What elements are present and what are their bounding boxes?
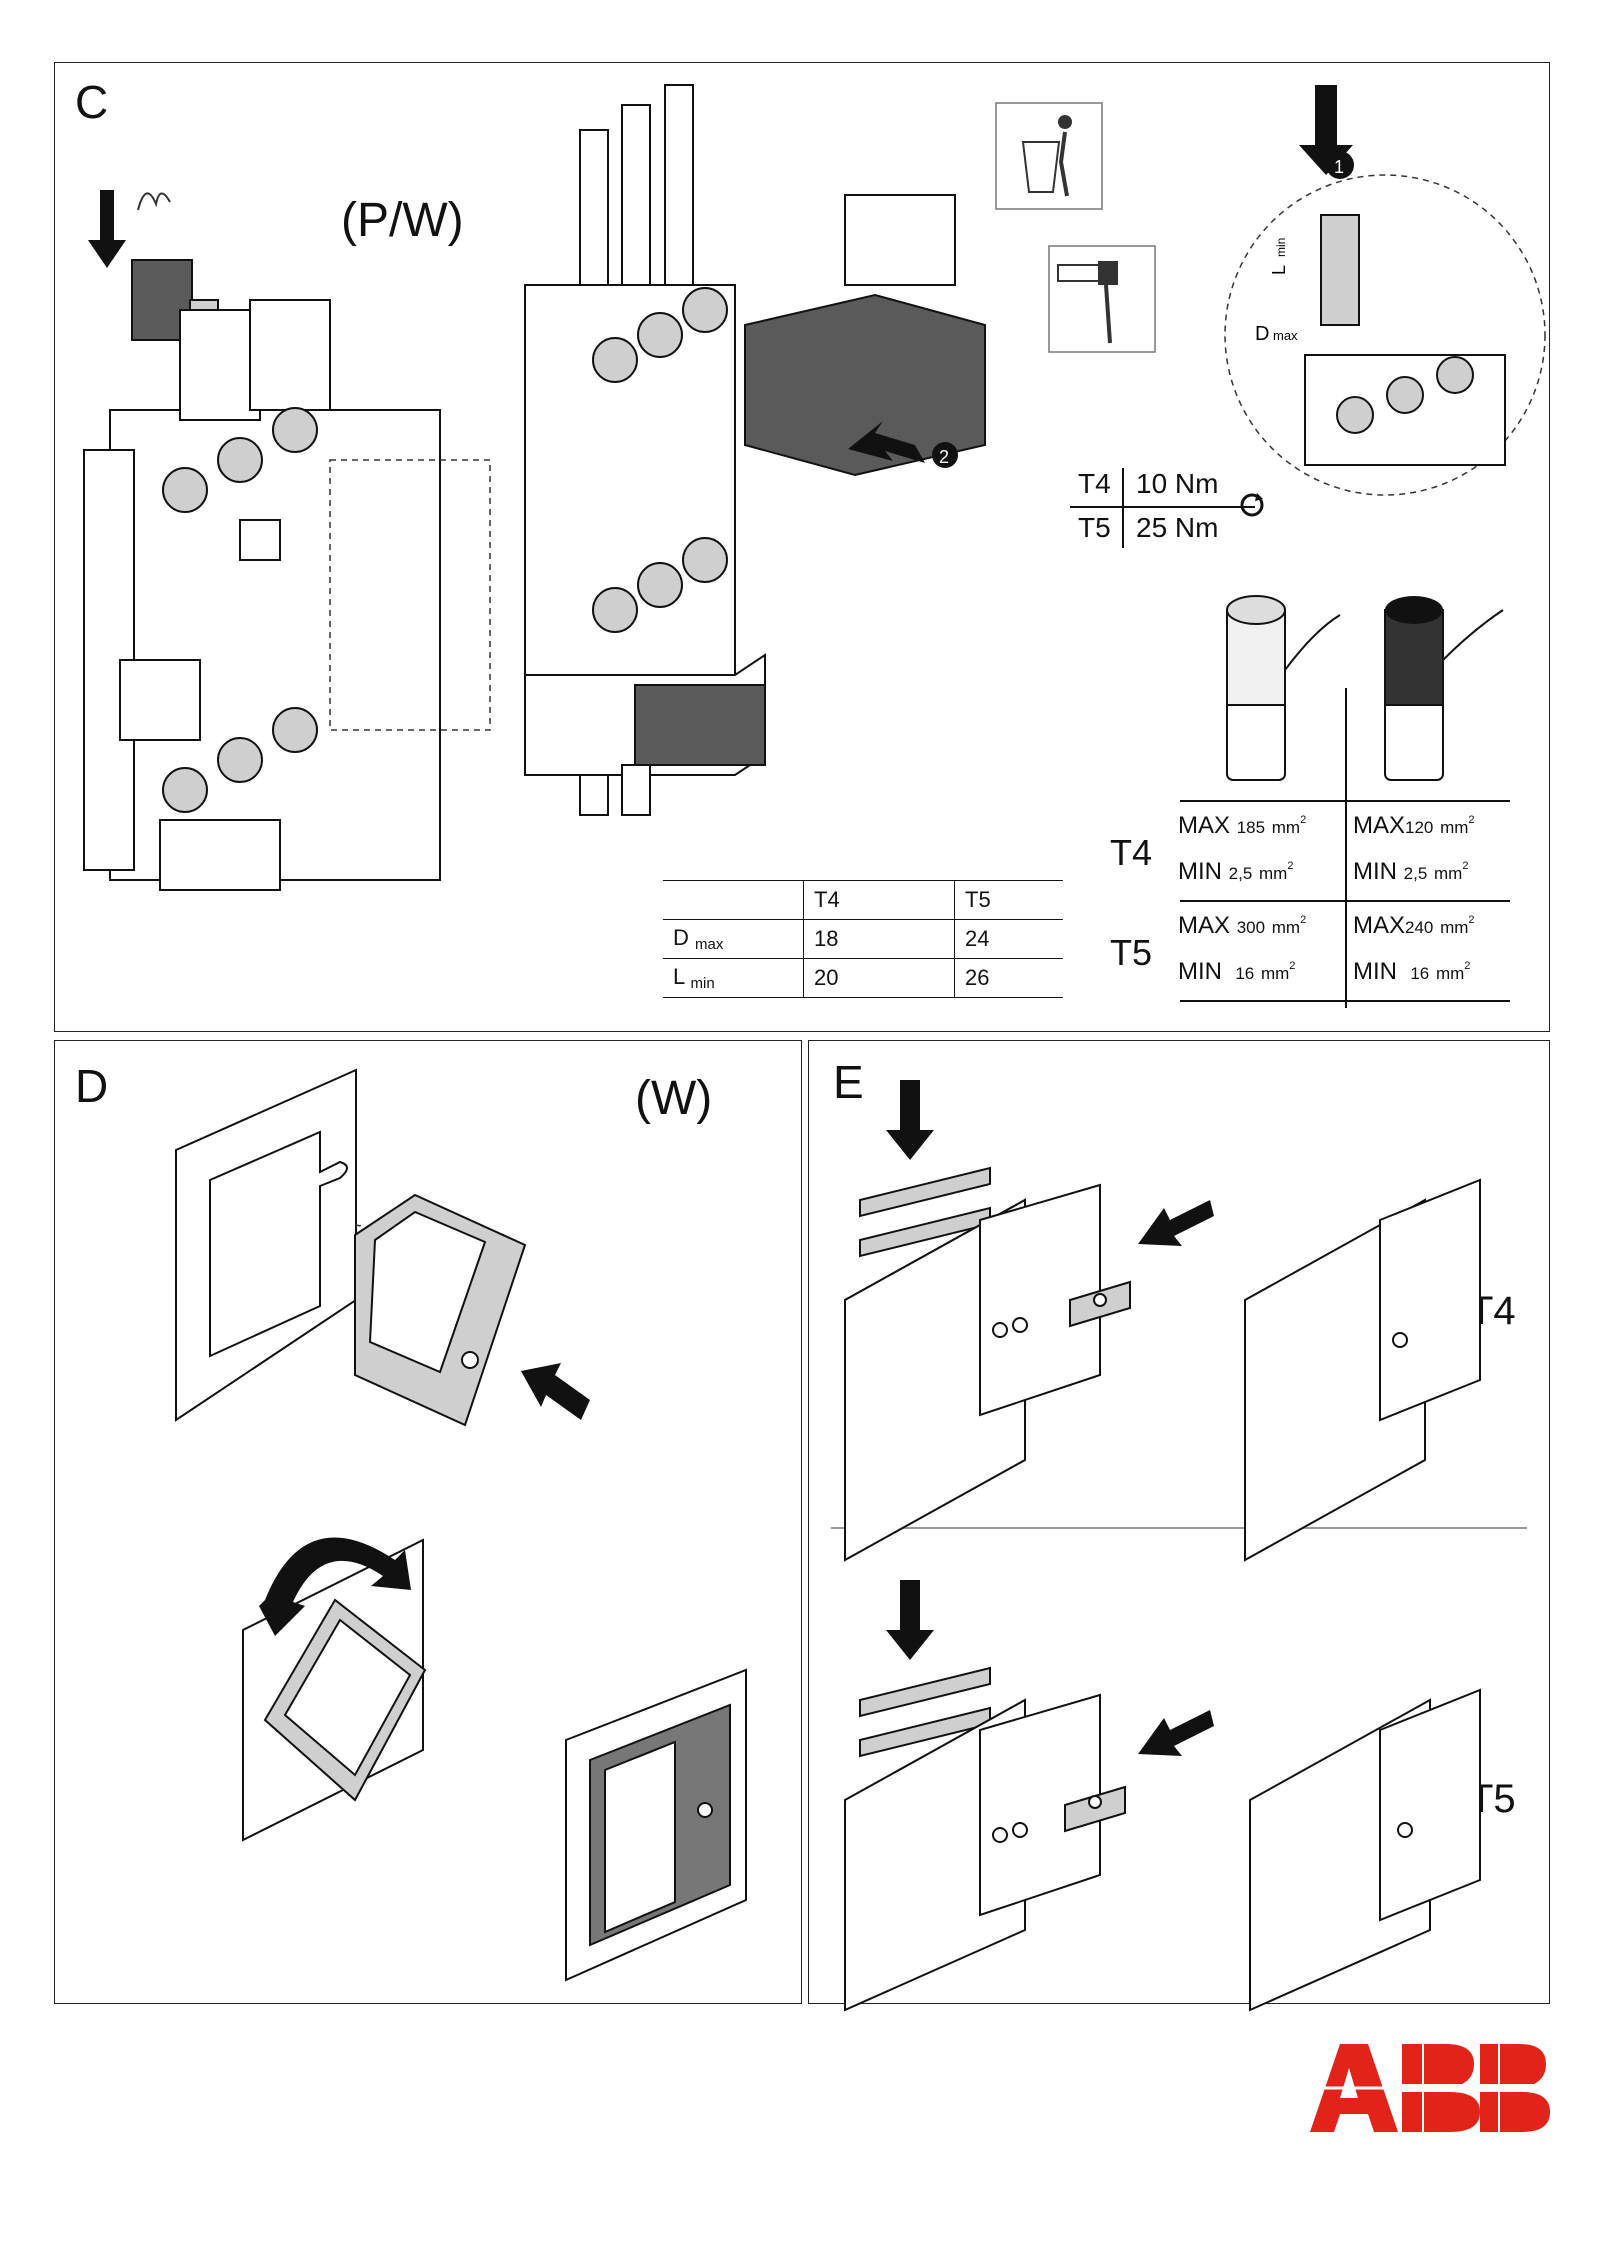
push-arrow-icon bbox=[848, 421, 925, 463]
table-row: D max 18 24 bbox=[663, 919, 1063, 959]
panel-e: E T4 T5 bbox=[808, 1040, 1550, 2004]
cable-row: MIN 2,5 mm2 bbox=[1178, 858, 1294, 885]
terminal-detail-illustration: 1 D max L min bbox=[1224, 85, 1546, 496]
l-min-label: L bbox=[1269, 265, 1289, 275]
door-frame-illustration bbox=[175, 1068, 590, 1427]
cable-row: MIN 2,5 mm2 bbox=[1353, 858, 1469, 885]
stranded-cable-illustration bbox=[1226, 595, 1341, 781]
door-installed-illustration bbox=[565, 1668, 747, 1982]
panel-d-variant: (W) bbox=[635, 1072, 713, 1125]
hammer-icon bbox=[1048, 245, 1156, 353]
cable-model-t5: T5 bbox=[1110, 932, 1153, 973]
assembly-middle-illustration: 2 bbox=[524, 84, 986, 816]
push-arrow-icon bbox=[1138, 1710, 1214, 1756]
d-max-sub: max bbox=[1273, 328, 1298, 343]
panel-c-letter: C bbox=[75, 76, 109, 128]
dimension-table: T4 T5 D max 18 24 L min 20 26 bbox=[663, 880, 1063, 998]
push-arrow-icon bbox=[521, 1363, 590, 1420]
cable-divider bbox=[1345, 688, 1347, 1008]
cable-row: MIN 16 mm2 bbox=[1353, 958, 1471, 985]
table-row: T4 T5 bbox=[663, 880, 1063, 920]
cover-assembly-t4-illustration bbox=[844, 1080, 1481, 1562]
assembly-left-illustration bbox=[83, 190, 491, 891]
panel-e-divider bbox=[831, 1527, 1527, 1529]
cable-row: MAX240 mm2 bbox=[1353, 912, 1475, 939]
torque-t5-value: 25 Nm bbox=[1136, 512, 1219, 543]
l-min-sub: min bbox=[1274, 238, 1288, 257]
recycle-bin-icon bbox=[995, 102, 1103, 210]
panel-e-letter: E bbox=[833, 1056, 864, 1108]
d-max-label: D bbox=[1255, 323, 1269, 345]
panel-c-variant: (P/W) bbox=[341, 194, 464, 247]
cable-row: MAX 185 mm2 bbox=[1178, 812, 1307, 839]
abb-logo bbox=[1310, 2044, 1550, 2132]
step-2-label: 2 bbox=[939, 447, 949, 467]
torque-t4-model: T4 bbox=[1078, 468, 1111, 499]
frame-rotate-illustration bbox=[242, 1537, 427, 1842]
down-arrow-icon bbox=[886, 1080, 934, 1160]
cable-row: MIN 16 mm2 bbox=[1178, 958, 1296, 985]
tighten-icon bbox=[1240, 493, 1264, 517]
down-arrow-icon bbox=[886, 1580, 934, 1660]
push-arrow-icon bbox=[1138, 1200, 1214, 1246]
panel-d: D (W) bbox=[54, 1040, 802, 2004]
cable-section-table: T4 T5 MAX 185 mm2 MAX120 mm2 MIN 2,5 mm2… bbox=[1100, 800, 1510, 1005]
torque-t5-model: T5 bbox=[1078, 512, 1111, 543]
down-arrow-icon bbox=[88, 190, 126, 268]
step-1-label: 1 bbox=[1334, 157, 1344, 177]
solid-cable-illustration bbox=[1384, 596, 1504, 781]
table-row: L min 20 26 bbox=[663, 958, 1063, 998]
rotate-arrow-icon bbox=[259, 1537, 411, 1636]
cover-assembly-t5-illustration bbox=[844, 1580, 1481, 2012]
cable-row: MAX 300 mm2 bbox=[1178, 912, 1307, 939]
cable-row: MAX120 mm2 bbox=[1353, 812, 1475, 839]
cable-model-t4: T4 bbox=[1110, 832, 1153, 873]
panel-c: C (P/W) bbox=[54, 62, 1550, 1032]
torque-t4-value: 10 Nm bbox=[1136, 468, 1219, 499]
panel-d-letter: D bbox=[75, 1060, 109, 1112]
